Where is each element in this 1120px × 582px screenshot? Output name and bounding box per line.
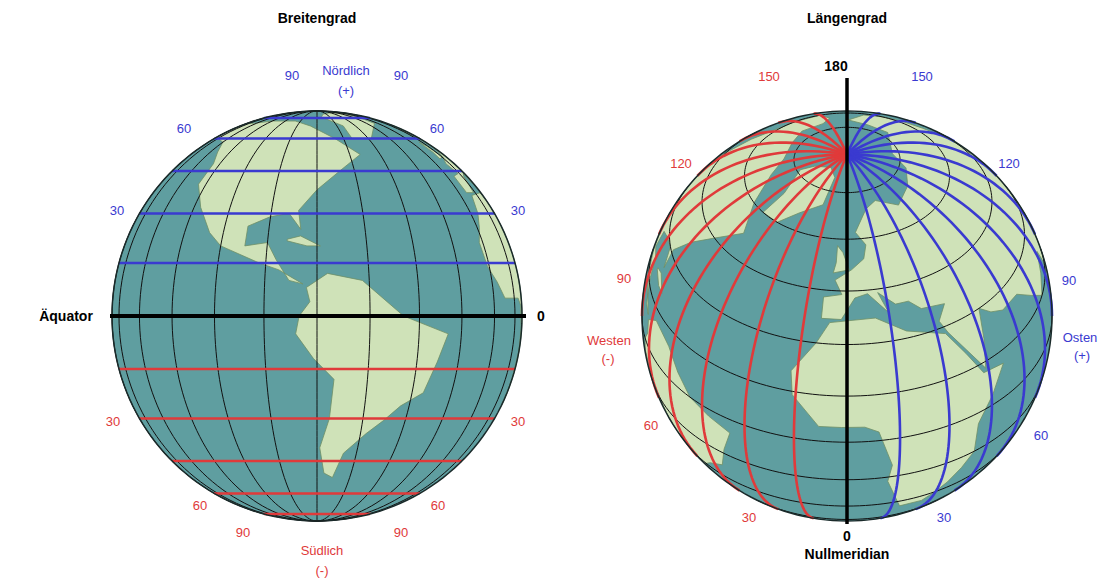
meridian-line	[847, 154, 1052, 316]
degree-label: 150	[758, 69, 780, 84]
meridian-line	[847, 121, 916, 155]
axis-heading: 0	[843, 529, 851, 544]
axis-heading: 180	[824, 59, 847, 74]
degree-label: 90	[394, 525, 408, 540]
degree-label: 150	[911, 69, 933, 84]
degree-label: Osten	[1063, 330, 1098, 345]
meridian-line	[847, 114, 880, 155]
axis-heading: Längengrad	[807, 11, 887, 26]
meridian-line	[847, 154, 1045, 397]
degree-label: (+)	[1074, 348, 1090, 363]
landmass	[287, 236, 320, 246]
degree-label: 30	[937, 510, 951, 525]
parallel-line	[119, 368, 515, 371]
landmass	[296, 273, 449, 477]
degree-label: 30	[511, 203, 525, 218]
degree-label: 90	[236, 525, 250, 540]
degree-label: 30	[110, 203, 124, 218]
degree-label: 30	[106, 414, 120, 429]
degree-label: 60	[431, 498, 445, 513]
degree-label: 60	[430, 121, 444, 136]
parallel-line	[264, 513, 370, 516]
meridian-line	[847, 154, 1025, 456]
parallel-line	[139, 212, 494, 215]
degree-label: (-)	[602, 351, 615, 366]
degree-label: 30	[742, 510, 756, 525]
degree-label: 120	[998, 156, 1020, 171]
degree-label: (-)	[316, 563, 329, 578]
prime-meridian-line	[845, 78, 849, 524]
degree-label: Südlich	[301, 543, 344, 558]
parallel-line	[119, 262, 515, 265]
parallel-line	[139, 417, 494, 420]
parallel-line	[215, 137, 420, 140]
equator-line	[110, 314, 526, 318]
degree-label: (+)	[338, 83, 354, 98]
degree-label: 90	[394, 68, 408, 83]
meridian-line	[847, 154, 900, 518]
degree-label: 60	[193, 498, 207, 513]
landmass	[198, 121, 360, 284]
degree-label: Westen	[587, 333, 631, 348]
degree-label: 90	[1062, 273, 1076, 288]
longitude-globe	[642, 78, 1052, 524]
meridian-line	[847, 151, 1035, 234]
latitude-globe	[110, 111, 526, 521]
meridian-line	[847, 131, 954, 154]
meridian-line	[669, 154, 847, 456]
meridian-line	[745, 154, 848, 509]
meridian-line	[702, 154, 847, 490]
parallel-line	[172, 170, 462, 173]
parallel-line	[264, 117, 370, 120]
meridian-line	[847, 143, 997, 176]
degree-label: 120	[670, 156, 692, 171]
axis-heading: Nullmeridian	[805, 547, 890, 562]
axis-heading: 0	[537, 309, 545, 324]
parallel-line	[215, 492, 420, 495]
degree-label: 60	[177, 121, 191, 136]
degree-label: 60	[644, 418, 658, 433]
parallel-line	[172, 460, 462, 463]
meridian-line	[847, 154, 992, 490]
degree-label: 60	[1034, 428, 1048, 443]
degree-label: 90	[285, 68, 299, 83]
degree-label: 90	[617, 271, 631, 286]
meridian-line	[794, 154, 847, 518]
degree-label: Nördlich	[322, 63, 370, 78]
axis-heading: Äquator	[39, 309, 93, 324]
degree-label: 30	[511, 414, 525, 429]
axis-heading: Breitengrad	[278, 11, 357, 26]
